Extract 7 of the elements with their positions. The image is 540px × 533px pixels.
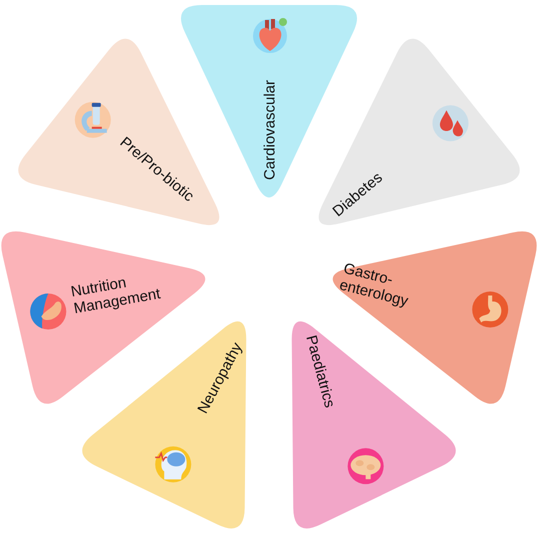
wedge-shape (18, 38, 220, 226)
wedge-shape (292, 321, 456, 528)
wedge-shape (82, 321, 246, 528)
wedge-shape (318, 38, 520, 226)
category-label: Cardiovascular (261, 78, 279, 182)
wedge-shape (332, 231, 537, 404)
category-label: Nutrition Management (70, 272, 164, 318)
